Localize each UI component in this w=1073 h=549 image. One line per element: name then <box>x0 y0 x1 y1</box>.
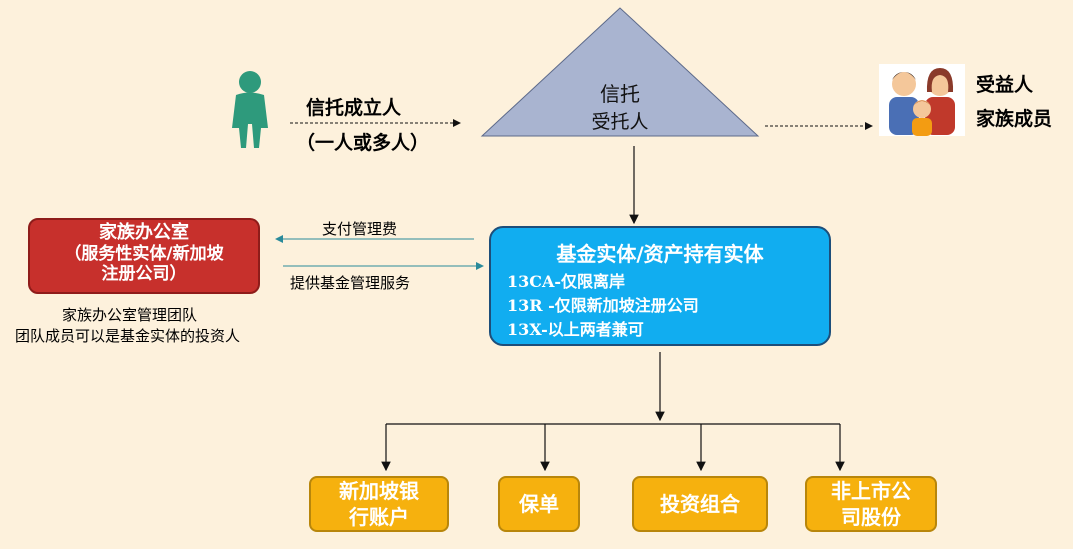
fund-entity-item: 13CA-仅限离岸 <box>507 272 626 291</box>
family-office-box: 家族办公室 （服务性实体/新加坡 注册公司） <box>28 218 260 294</box>
beneficiary-members-label: 家族成员 <box>976 108 1053 130</box>
asset-label: 行账户 <box>349 505 409 529</box>
family-office-title: 家族办公室 <box>99 222 189 243</box>
settlor-count-label: （一人或多人） <box>296 132 430 154</box>
family-office-subtitle-2: 注册公司） <box>101 264 187 284</box>
service-label: 提供基金管理服务 <box>290 274 411 292</box>
family-office-note-2: 团队成员可以是基金实体的投资人 <box>15 327 241 345</box>
family-icon <box>879 64 965 136</box>
family-office-subtitle-1: （服务性实体/新加坡 <box>64 244 224 264</box>
trust-title: 信托 <box>600 82 640 106</box>
fund-entity-title: 基金实体/资产持有实体 <box>556 242 764 266</box>
asset-label: 非上市公 <box>831 479 911 503</box>
beneficiary-label: 受益人 <box>976 74 1034 96</box>
person-icon <box>232 71 268 148</box>
asset-insurance-box: 保单 <box>498 476 580 532</box>
trust-triangle <box>480 7 760 137</box>
fund-entity-item: 13R -仅限新加坡注册公司 <box>507 296 699 315</box>
asset-label: 司股份 <box>841 505 901 529</box>
asset-portfolio-box: 投资组合 <box>632 476 768 532</box>
asset-label: 保单 <box>519 492 559 516</box>
asset-bank-account-box: 新加坡银 行账户 <box>309 476 449 532</box>
asset-label: 投资组合 <box>660 492 740 516</box>
fund-entity-box: 基金实体/资产持有实体 13CA-仅限离岸 13R -仅限新加坡注册公司 13X… <box>489 226 831 346</box>
fee-label: 支付管理费 <box>322 220 398 238</box>
settlor-label: 信托成立人 <box>306 97 402 119</box>
asset-unlisted-shares-box: 非上市公 司股份 <box>805 476 937 532</box>
family-office-note-1: 家族办公室管理团队 <box>62 306 198 324</box>
fund-entity-item: 13X-以上两者兼可 <box>507 320 644 339</box>
trust-subtitle: 受托人 <box>591 111 649 133</box>
asset-label: 新加坡银 <box>339 479 419 503</box>
